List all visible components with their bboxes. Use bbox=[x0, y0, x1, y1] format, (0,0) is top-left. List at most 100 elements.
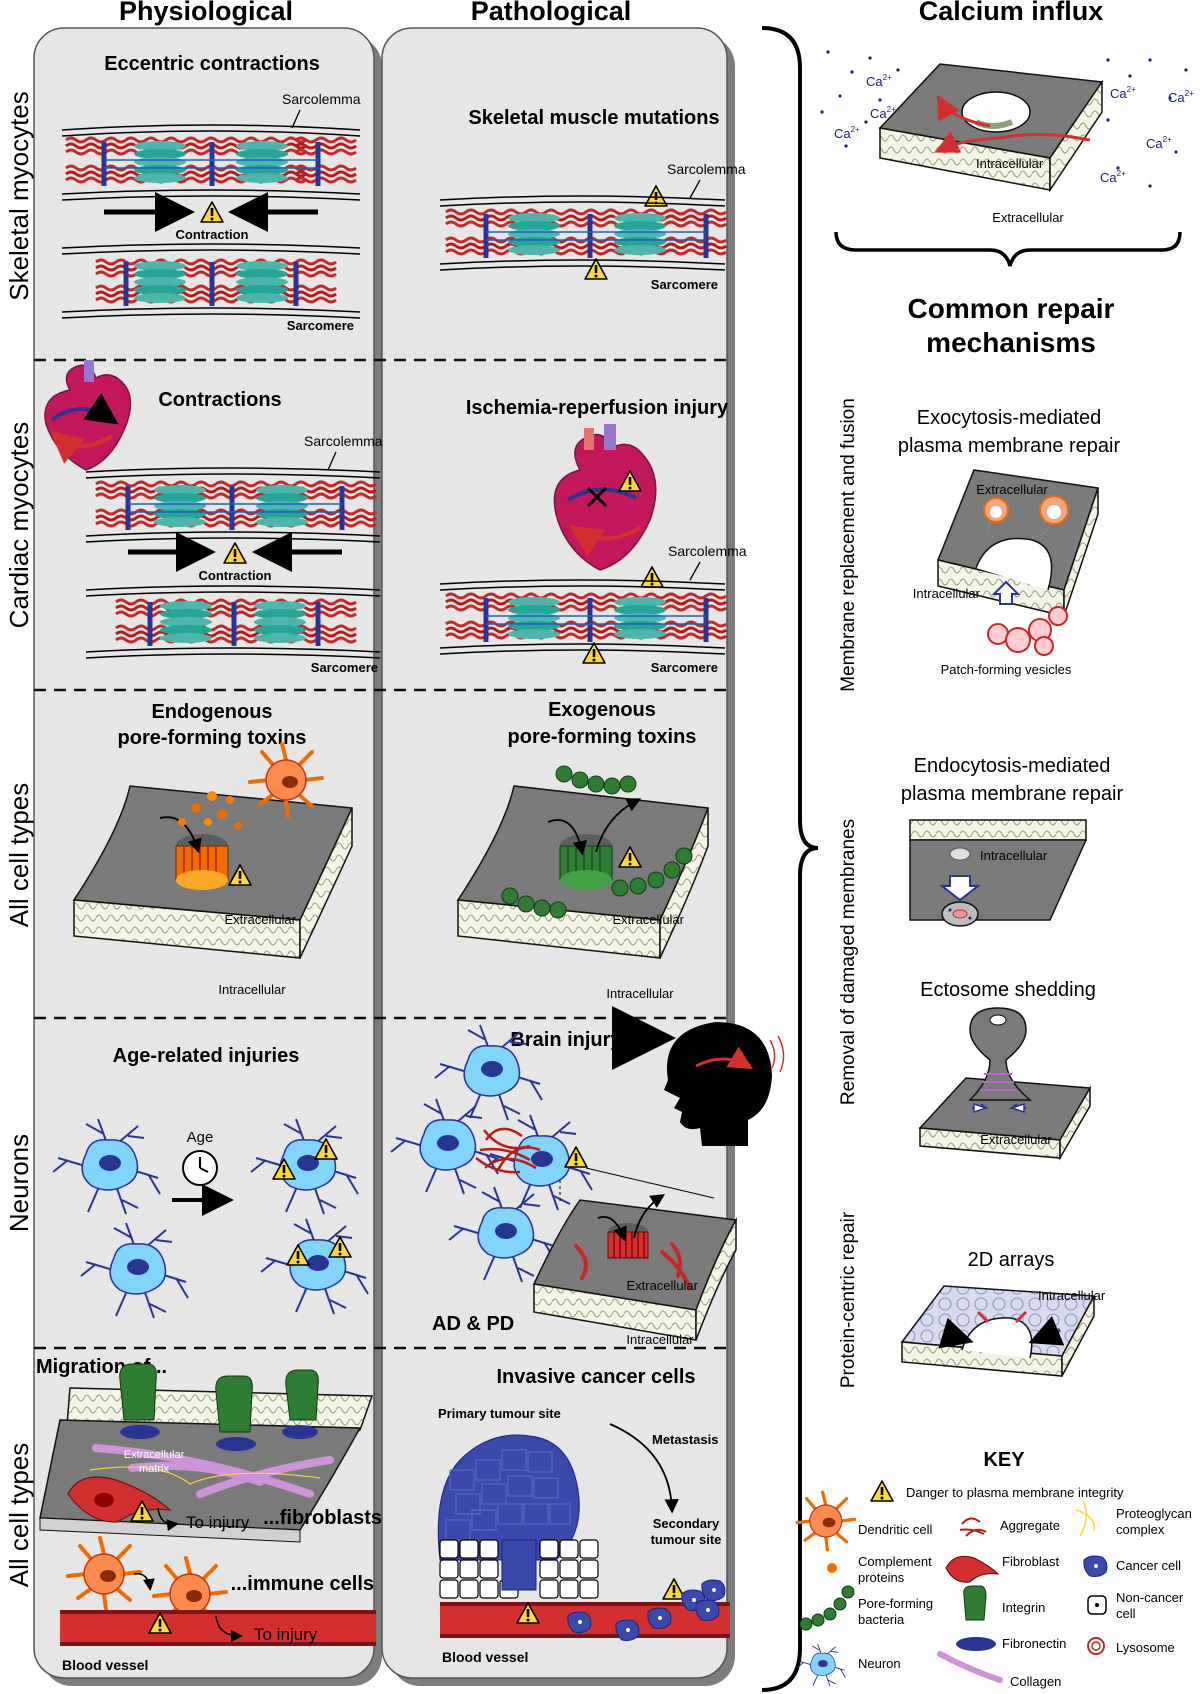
label-ecm-2: matrix bbox=[139, 1463, 169, 1475]
key-neuron: Neuron bbox=[858, 1656, 901, 1671]
calcium-dots bbox=[820, 50, 1188, 188]
key-proteoglycan-icon bbox=[1075, 1501, 1095, 1537]
panel-title-skeletal-mutations: Skeletal muscle mutations bbox=[468, 107, 719, 129]
key-aggregate-icon bbox=[959, 1517, 987, 1537]
label-sarcomere: Sarcomere bbox=[651, 277, 718, 292]
panel-title-ad-pd: AD & PD bbox=[432, 1313, 514, 1335]
label-ecm-1: Extracellular bbox=[124, 1449, 185, 1461]
patch-vesicles bbox=[987, 606, 1068, 656]
side-label-protein-centric: Protein-centric repair bbox=[838, 1211, 859, 1388]
repair-title-1: Common repair bbox=[908, 293, 1115, 324]
head-silhouette-icon bbox=[664, 1022, 785, 1146]
ecm-slab: Extracellular matrix To injury bbox=[39, 1363, 374, 1543]
label-ca-5: Ca2+ bbox=[1168, 89, 1194, 105]
panel-title-invasive: Invasive cancer cells bbox=[496, 1366, 695, 1388]
endogenous-pore bbox=[175, 834, 229, 890]
panel-title-immune: ...immune cells bbox=[231, 1573, 374, 1595]
key-dendritic: Dendritic cell bbox=[858, 1522, 933, 1537]
repair-exocytosis-title-1: Exocytosis-mediated bbox=[917, 407, 1102, 429]
label-to-injury-immune: To injury bbox=[254, 1625, 318, 1644]
key-title: KEY bbox=[983, 1449, 1025, 1471]
sarcomere-diagram-cardiac: Sarcolemma Contraction Sarcomere bbox=[85, 433, 383, 675]
panel-title-endogenous-1: Endogenous bbox=[151, 701, 272, 723]
sarcomere-diagram-eccentric: Sarcolemma Contraction Sarcomere bbox=[61, 91, 361, 333]
label-ca-1: Ca2+ bbox=[866, 73, 892, 89]
key-pore-bacteria-icon bbox=[799, 1585, 855, 1631]
key-complement-icon bbox=[827, 1563, 837, 1573]
sarcomere-diagram-ischemia: Sarcolemma Sarcomere bbox=[439, 543, 747, 675]
row-label-all-cell-types-1: All cell types bbox=[4, 783, 34, 928]
cancer-invasion-scene: Primary tumour site Metastasis Secondary… bbox=[437, 1406, 730, 1665]
label-to-injury-fibroblast: To injury bbox=[186, 1513, 250, 1532]
key-noncancer-1: Non-cancer bbox=[1116, 1590, 1184, 1605]
label-intracellular: Intracellular bbox=[913, 586, 981, 601]
injured-heart-illustration bbox=[553, 424, 657, 571]
row-label-neurons: Neurons bbox=[4, 1134, 34, 1232]
label-sarcomere: Sarcomere bbox=[651, 660, 718, 675]
label-sarcomere: Sarcomere bbox=[287, 318, 354, 333]
label-extracellular: Extracellular bbox=[976, 482, 1048, 497]
key-proteoglycan-2: complex bbox=[1116, 1522, 1165, 1537]
up-arrow-icon bbox=[991, 580, 1021, 605]
key-cancer: Cancer cell bbox=[1116, 1558, 1181, 1573]
label-intracellular: Intracellular bbox=[606, 986, 674, 1001]
key-fibroblast-icon bbox=[945, 1555, 1000, 1583]
label-extracellular: Extracellular bbox=[992, 210, 1064, 225]
label-blood-vessel: Blood vessel bbox=[442, 1649, 528, 1665]
key-integrin-icon bbox=[963, 1585, 987, 1621]
label-blood-vessel: Blood vessel bbox=[62, 1657, 148, 1673]
key-warning-icon bbox=[870, 1480, 894, 1502]
arrays-diagram: Intracellular bbox=[900, 1285, 1106, 1377]
key-pore-1: Pore-forming bbox=[858, 1596, 933, 1611]
non-cancer-cell-layer bbox=[439, 1539, 599, 1599]
key-lysosome-icon bbox=[1087, 1637, 1105, 1655]
key-fibronectin-icon bbox=[956, 1637, 996, 1651]
panel-title-age: Age-related injuries bbox=[113, 1045, 300, 1067]
key-pore-2: bacteria bbox=[858, 1612, 905, 1627]
exocytosis-diagram: Extracellular Intracellular Patch-formin… bbox=[913, 469, 1099, 677]
label-intracellular: Intracellular bbox=[1038, 1288, 1106, 1303]
panel-title-contractions: Contractions bbox=[158, 389, 281, 411]
label-sarcolemma: Sarcolemma bbox=[668, 543, 747, 559]
label-ca-2: Ca2+ bbox=[870, 105, 896, 121]
repair-exocytosis-title-2: plasma membrane repair bbox=[898, 435, 1121, 457]
exogenous-pore bbox=[559, 834, 613, 890]
key-lysosome: Lysosome bbox=[1116, 1640, 1175, 1655]
label-intracellular: Intracellular bbox=[976, 156, 1044, 171]
main-brace bbox=[761, 26, 819, 1692]
label-sarcomere: Sarcomere bbox=[311, 660, 378, 675]
label-ca-7: Ca2+ bbox=[1100, 169, 1126, 185]
key-complement-2: proteins bbox=[858, 1570, 905, 1585]
fibronectin-group bbox=[120, 1425, 318, 1451]
row-label-cardiac: Cardiac myocytes bbox=[4, 422, 34, 629]
panel-title-exogenous-1: Exogenous bbox=[548, 699, 656, 721]
label-contraction: Contraction bbox=[176, 227, 249, 242]
blood-vessel-physiological: ...immune cells To injury Blood vessel bbox=[60, 1536, 376, 1673]
clock-icon bbox=[182, 1150, 218, 1186]
key-neuron-icon bbox=[796, 1643, 846, 1687]
key-fibronectin: Fibronectin bbox=[1002, 1636, 1066, 1651]
key-collagen-icon bbox=[937, 1651, 1003, 1683]
repair-title-2: mechanisms bbox=[926, 327, 1096, 358]
repair-arrays-title: 2D arrays bbox=[968, 1249, 1055, 1271]
sarcomere-diagram-mutations: Sarcolemma Sarcomere bbox=[439, 161, 746, 292]
key-cancer-icon bbox=[1083, 1555, 1108, 1577]
calcium-membrane-slab bbox=[878, 63, 1104, 193]
integrin-group bbox=[119, 1363, 319, 1433]
label-secondary-2: tumour site bbox=[651, 1532, 722, 1547]
key-noncancer-icon bbox=[1087, 1595, 1107, 1615]
header-pathological: Pathological bbox=[471, 0, 632, 26]
age-related-neurons: Age bbox=[52, 1118, 369, 1319]
side-label-removal: Removal of damaged membranes bbox=[838, 819, 859, 1105]
label-extracellular: Extracellular bbox=[612, 912, 684, 927]
label-patch-vesicles: Patch-forming vesicles bbox=[941, 662, 1072, 677]
label-intracellular: Intracellular bbox=[218, 982, 286, 997]
label-primary-site: Primary tumour site bbox=[438, 1406, 561, 1421]
ectosome-diagram: Extracellular bbox=[918, 1007, 1092, 1161]
label-ca-3: Ca2+ bbox=[834, 125, 860, 141]
aggregate-cluster bbox=[475, 1127, 541, 1174]
key-complement-1: Complement bbox=[858, 1554, 932, 1569]
calcium-brace bbox=[834, 231, 1182, 267]
brain-injury-scene: Brain injury Extracellular Intracellular… bbox=[390, 1006, 785, 1347]
